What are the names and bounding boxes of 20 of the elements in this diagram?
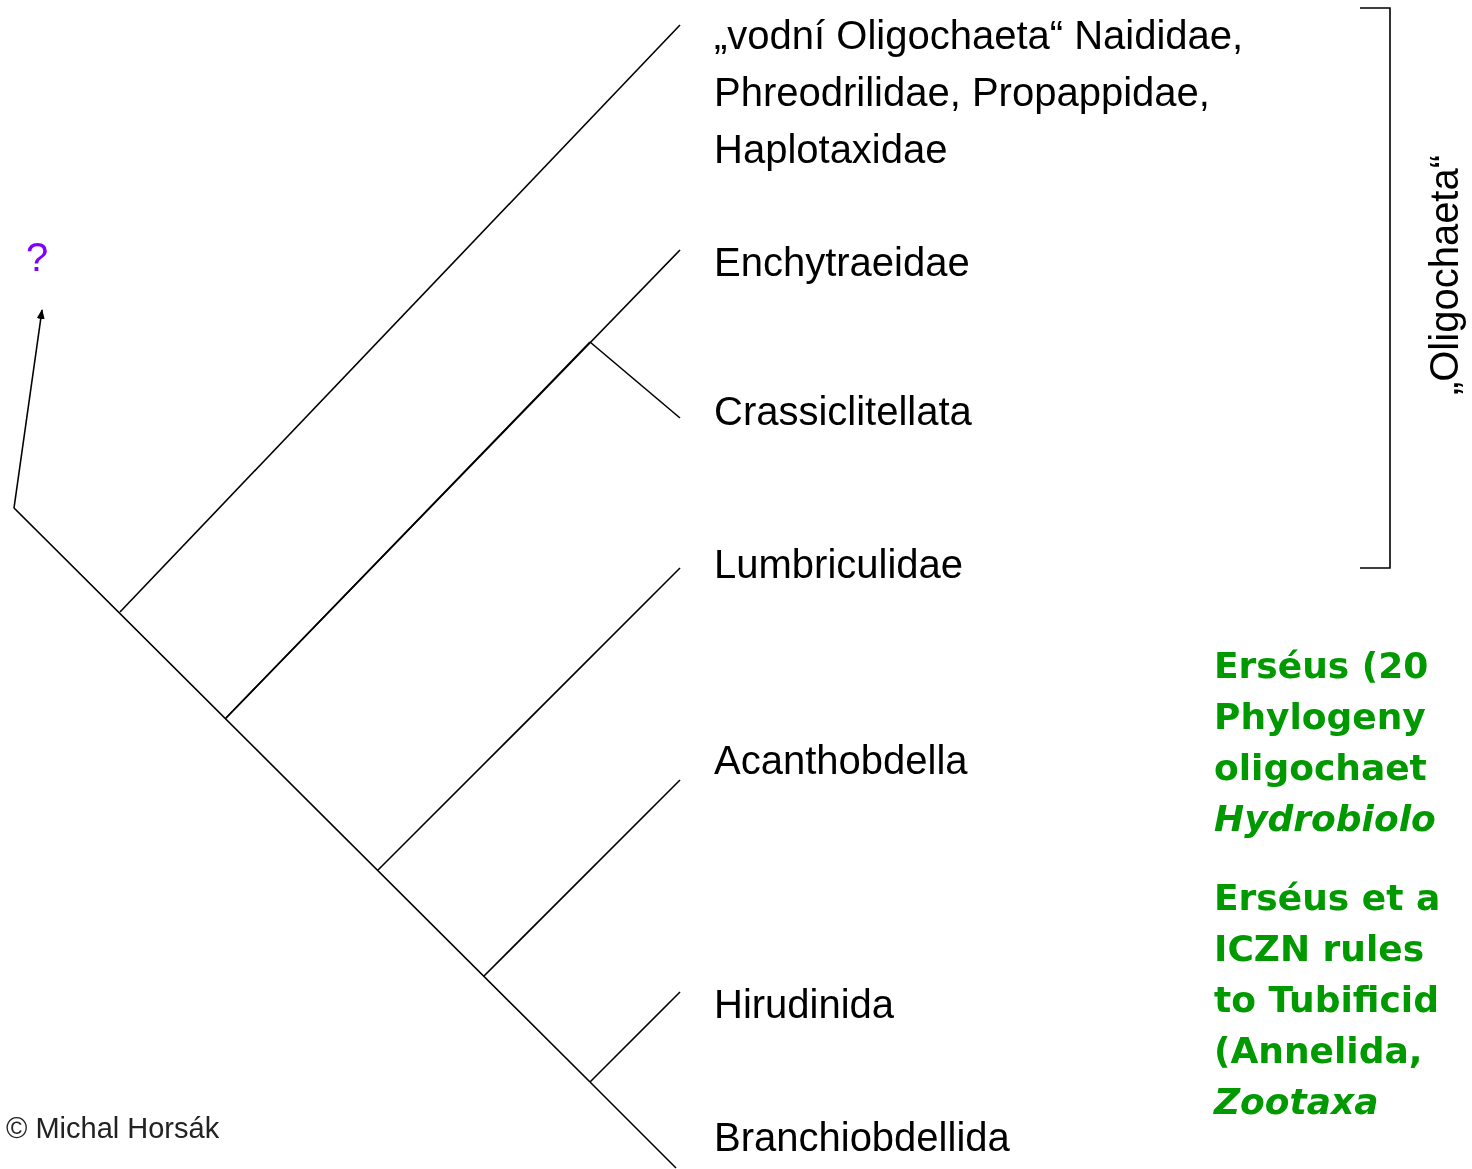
reference-text: Erséus et a ICZN rules to Tubificid (Annelida, Zootaxa: [1214, 876, 1442, 1124]
taxon-name: Crassiclitellata: [714, 388, 973, 435]
branch-line: [225, 249, 681, 719]
branch-line: [589, 991, 681, 1083]
taxon-name: ?: [26, 234, 50, 281]
taxon-name: Enchytraeidae: [714, 239, 971, 286]
branch-line: [483, 779, 681, 977]
taxon-name: „vodní Oligochaeta“ Naididae, Phreodrilidae, Propappidae, Haplotaxidae: [714, 12, 1245, 173]
group-label: „Oligochaeta“: [1424, 154, 1464, 396]
branch-line: [119, 24, 681, 613]
taxon-name: Acanthobdella: [714, 737, 969, 784]
arrow: [13, 309, 45, 509]
branch-line: [589, 341, 681, 419]
taxon-name: Lumbriculidae: [714, 541, 965, 588]
branch-line: [377, 567, 681, 871]
reference-text: Erséus (20 Phylogeny oligochaet Hydrobiolo: [1214, 644, 1437, 841]
taxon-name: Branchiobdellida: [714, 1114, 1011, 1161]
copyright-text: © Michal Horsák: [6, 1112, 220, 1145]
branch-line: [589, 1081, 677, 1169]
taxon-name: Hirudinida: [714, 981, 896, 1028]
